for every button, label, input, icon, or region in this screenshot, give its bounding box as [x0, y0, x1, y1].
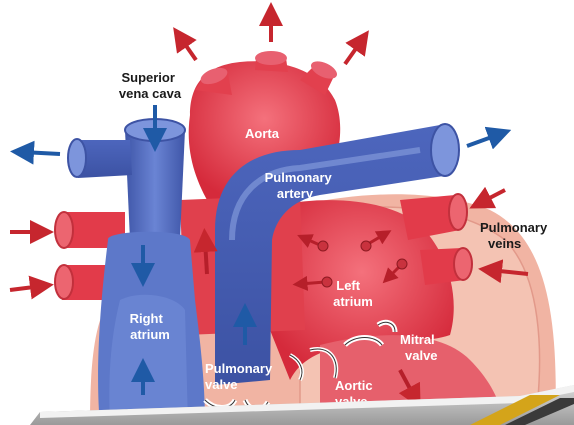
pulmonary-vein-lower-opening [454, 248, 472, 280]
arrow-out-left-blue [22, 152, 60, 154]
label-aorta: Aorta [245, 126, 280, 141]
label-superior-vena-cava: Superior vena cava [119, 70, 182, 101]
pulmonary-vein-upper-opening [449, 194, 467, 230]
left-red-vessel-upper-opening [55, 212, 73, 248]
arrow-out-right-blue [467, 134, 500, 146]
label-mitral-valve: Mitral valve [400, 332, 438, 363]
arrow-up-right [345, 40, 362, 64]
brachiocephalic-vein-opening [68, 139, 86, 177]
arrow-up-aorta-root [205, 240, 207, 274]
aortic-branch-middle-opening [255, 51, 287, 65]
pulmonary-artery-opening [431, 124, 459, 176]
label-pulmonary-veins: Pulmonary veins [480, 220, 551, 251]
arrow-in-right-upper [480, 190, 505, 203]
label-right-atrium: Right atrium [130, 311, 170, 342]
arrow-in-left-lower [10, 286, 42, 290]
arrow-up-left [180, 37, 196, 60]
left-red-vessel-lower-opening [55, 265, 73, 299]
